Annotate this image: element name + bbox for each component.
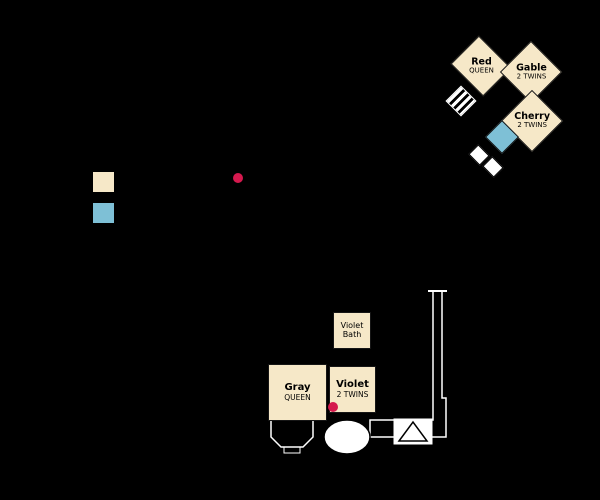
room-violet-bath-name: Violet <box>340 321 364 331</box>
entry-steps-outline <box>283 446 301 454</box>
room-violet-label: Violet 2 TWINS <box>336 380 369 398</box>
room-gray-label: Gray QUEEN <box>284 383 310 401</box>
location-marker-center <box>233 173 243 183</box>
right-corridor-outline <box>369 290 447 438</box>
location-marker-violet <box>328 402 338 412</box>
room-gray-name: Gray <box>284 382 311 394</box>
room-violet-bath-beds: Bath <box>342 329 362 339</box>
room-red-label: Red QUEEN <box>468 56 494 75</box>
room-violet-bath: Violet Bath <box>333 312 371 349</box>
room-cherry-label: Cherry 2 TWINS <box>514 111 550 130</box>
room-gable-beds: 2 TWINS <box>516 72 546 81</box>
room-gable-label: Gable 2 TWINS <box>516 62 547 81</box>
room-violet-beds: 2 TWINS <box>336 389 369 399</box>
bay-window-outline <box>270 421 314 448</box>
oval-table <box>323 419 371 455</box>
roof-gable-symbol-triangle <box>397 420 429 442</box>
staircase <box>445 85 477 117</box>
room-violet-name: Violet <box>336 379 369 391</box>
room-red-beds: QUEEN <box>468 66 494 75</box>
room-gray: Gray QUEEN <box>268 364 327 421</box>
room-violet-bath-label: Violet Bath <box>340 321 364 339</box>
room-cherry-beds: 2 TWINS <box>517 121 547 130</box>
room-gray-beds: QUEEN <box>284 392 311 402</box>
legend-guest-room-swatch <box>92 171 115 193</box>
room-violet: Violet 2 TWINS <box>329 366 376 413</box>
roof-gable-symbol-box <box>393 418 433 445</box>
legend-bathroom-swatch <box>92 202 115 224</box>
